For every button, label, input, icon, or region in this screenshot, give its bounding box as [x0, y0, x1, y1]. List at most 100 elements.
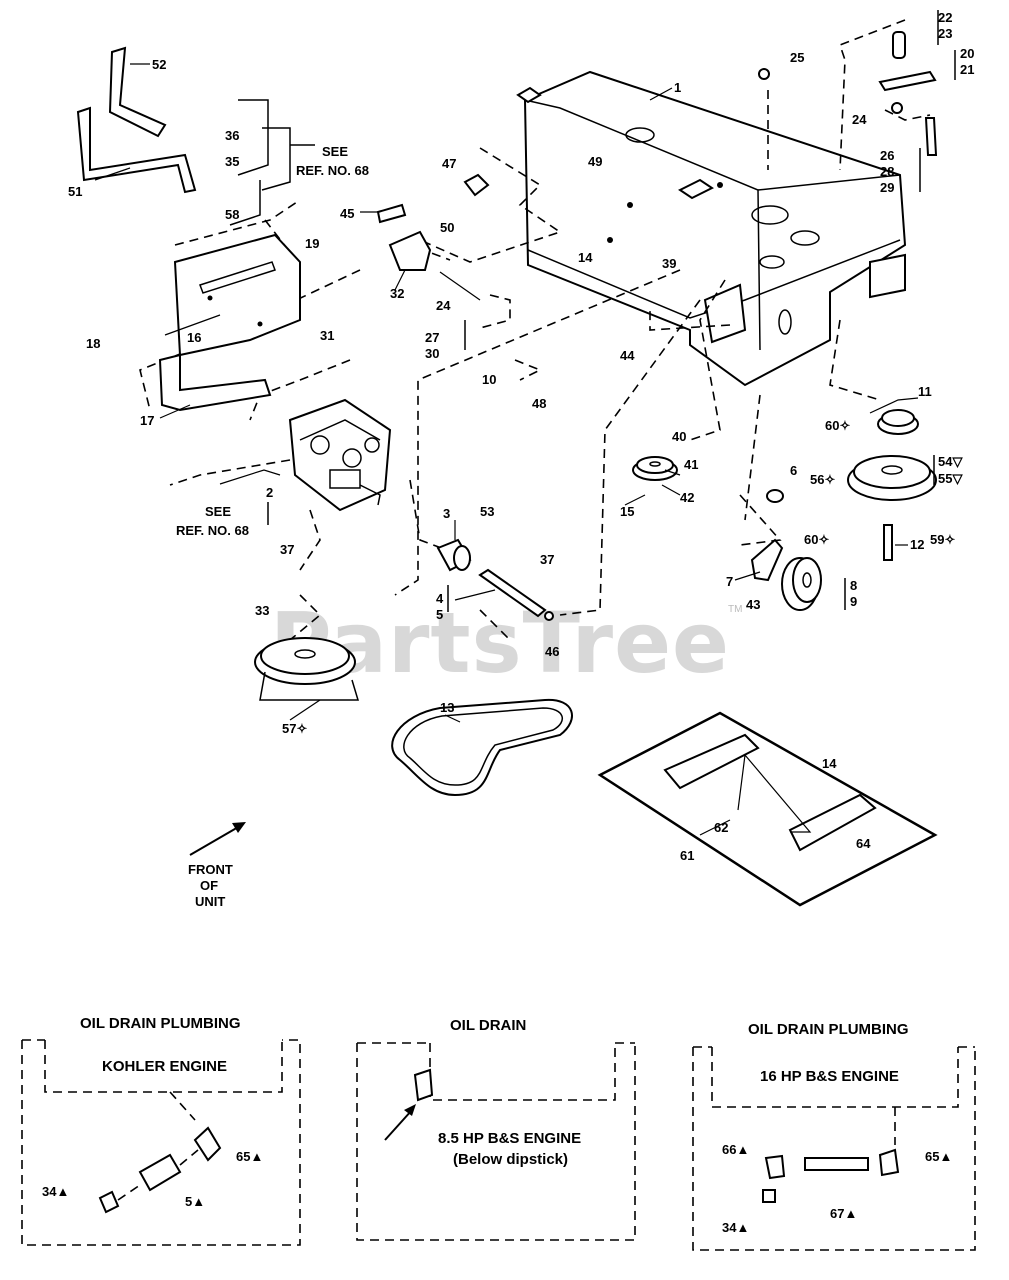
inset-bs16: OIL DRAIN PLUMBING 16 HP B&S ENGINE 66▲ … [692, 1021, 976, 1251]
callout-56: 56✧ [810, 472, 835, 487]
pulley-8-9 [781, 557, 822, 611]
callout-19: 19 [305, 236, 319, 251]
inset-kohler-5: 5▲ [185, 1194, 205, 1209]
callout-labels: 1 2 3 4 5 6 7 8 9 10 11 12 13 14 14 15 1… [68, 10, 974, 863]
inset-bs16-34: 34▲ [722, 1220, 749, 1235]
callout-21: 21 [960, 62, 974, 77]
callout-7: 7 [726, 574, 733, 589]
callout-16: 16 [187, 330, 201, 345]
callout-39: 39 [662, 256, 676, 271]
callout-61: 61 [680, 848, 694, 863]
inset-oil-drain-note: (Below dipstick) [453, 1151, 568, 1168]
inset-bs16-65: 65▲ [925, 1149, 952, 1164]
callout-44: 44 [620, 348, 635, 363]
see-ref-top: SEE REF. NO. 68 [296, 144, 369, 178]
inset-kohler: OIL DRAIN PLUMBING KOHLER ENGINE 34▲ 5▲ … [21, 1015, 301, 1246]
inset-bs16-67: 67▲ [830, 1206, 857, 1221]
callout-23: 23 [938, 26, 952, 41]
nut-25 [758, 68, 770, 80]
svg-text:OF: OF [200, 878, 218, 893]
callout-2: 2 [266, 485, 273, 500]
callout-64: 64 [856, 836, 871, 851]
inset-oil-drain-title: OIL DRAIN [450, 1017, 526, 1034]
callout-47: 47 [442, 156, 456, 171]
deck-bracket-61 [597, 711, 938, 907]
callout-6: 6 [790, 463, 797, 478]
partstree-watermark: PartsTree [270, 594, 730, 692]
callout-52: 52 [152, 57, 166, 72]
bolt-26-28-29 [924, 117, 938, 156]
callout-37-right: 37 [540, 552, 554, 567]
callout-11: 11 [918, 384, 932, 399]
spacer-6 [766, 489, 784, 503]
inset-kohler-65: 65▲ [236, 1149, 263, 1164]
pulley-33 [254, 637, 356, 685]
shaft-4-5 [478, 568, 554, 621]
callout-14-bottom: 14 [822, 756, 837, 771]
watermark-trademark: TM [728, 604, 742, 615]
callout-26: 26 [880, 148, 894, 163]
callout-53: 53 [480, 504, 494, 519]
front-arrow [189, 822, 246, 856]
svg-text:UNIT: UNIT [195, 894, 225, 909]
pin-45 [376, 203, 407, 224]
callout-48: 48 [532, 396, 546, 411]
idler-pulley-41 [632, 456, 678, 481]
pin-22-23 [892, 31, 906, 59]
callout-4: 4 [436, 591, 444, 606]
callout-37-left: 37 [280, 542, 294, 557]
inset-bs16-title: OIL DRAIN PLUMBING [748, 1021, 909, 1038]
callout-58: 58 [225, 207, 239, 222]
inset-bs16-66: 66▲ [722, 1142, 749, 1157]
bolt-12 [883, 524, 893, 561]
control-lever-51-52 [76, 46, 197, 194]
callout-49: 49 [588, 154, 602, 169]
leader-lines [94, 63, 919, 836]
svg-text:SEE: SEE [322, 144, 348, 159]
callout-15: 15 [620, 504, 634, 519]
bracket-17 [158, 353, 272, 412]
hydrostatic-pump [288, 398, 392, 512]
callout-57: 57✧ [282, 721, 307, 736]
callout-8: 8 [850, 578, 857, 593]
coupler-3 [436, 538, 472, 572]
callout-43: 43 [746, 597, 760, 612]
callout-1: 1 [674, 80, 681, 95]
callout-33: 33 [255, 603, 269, 618]
callout-13: 13 [440, 700, 454, 715]
callout-24-top: 24 [852, 112, 867, 127]
callout-35: 35 [225, 154, 239, 169]
callout-17: 17 [140, 413, 154, 428]
callout-29: 29 [880, 180, 894, 195]
pulley-54-55 [847, 455, 937, 501]
callout-60-bottom: 60✧ [804, 532, 829, 547]
callout-25: 25 [790, 50, 804, 65]
inset-oil-drain-engine: 8.5 HP B&S ENGINE [438, 1130, 581, 1147]
svg-text:REF. NO. 68: REF. NO. 68 [176, 523, 249, 538]
callout-20: 20 [960, 46, 974, 61]
callout-18: 18 [86, 336, 100, 351]
callout-32: 32 [390, 286, 404, 301]
clip-47 [463, 173, 490, 197]
front-of-unit-label: FRONT OF UNIT [188, 862, 233, 909]
idler-arm-7 [750, 538, 784, 582]
svg-text:FRONT: FRONT [188, 862, 233, 877]
callout-62: 62 [714, 820, 728, 835]
callout-54: 54▽ [938, 454, 963, 469]
callout-41: 41 [684, 457, 698, 472]
callout-51: 51 [68, 184, 82, 199]
callout-28: 28 [880, 164, 894, 179]
inset-kohler-engine: KOHLER ENGINE [102, 1058, 227, 1075]
inset-kohler-title: OIL DRAIN PLUMBING [80, 1015, 241, 1032]
callout-30: 30 [425, 346, 439, 361]
callout-40: 40 [672, 429, 686, 444]
callout-46: 46 [545, 644, 559, 659]
callout-10: 10 [482, 372, 496, 387]
callout-5: 5 [436, 607, 443, 622]
svg-text:REF. NO. 68: REF. NO. 68 [296, 163, 369, 178]
see-ref-mid: SEE REF. NO. 68 [176, 504, 249, 538]
callout-3: 3 [443, 506, 450, 521]
bracket-32 [388, 230, 432, 271]
callout-12: 12 [910, 537, 924, 552]
inset-oil-drain: OIL DRAIN 8.5 HP B&S ENGINE (Below dipst… [356, 1017, 636, 1241]
